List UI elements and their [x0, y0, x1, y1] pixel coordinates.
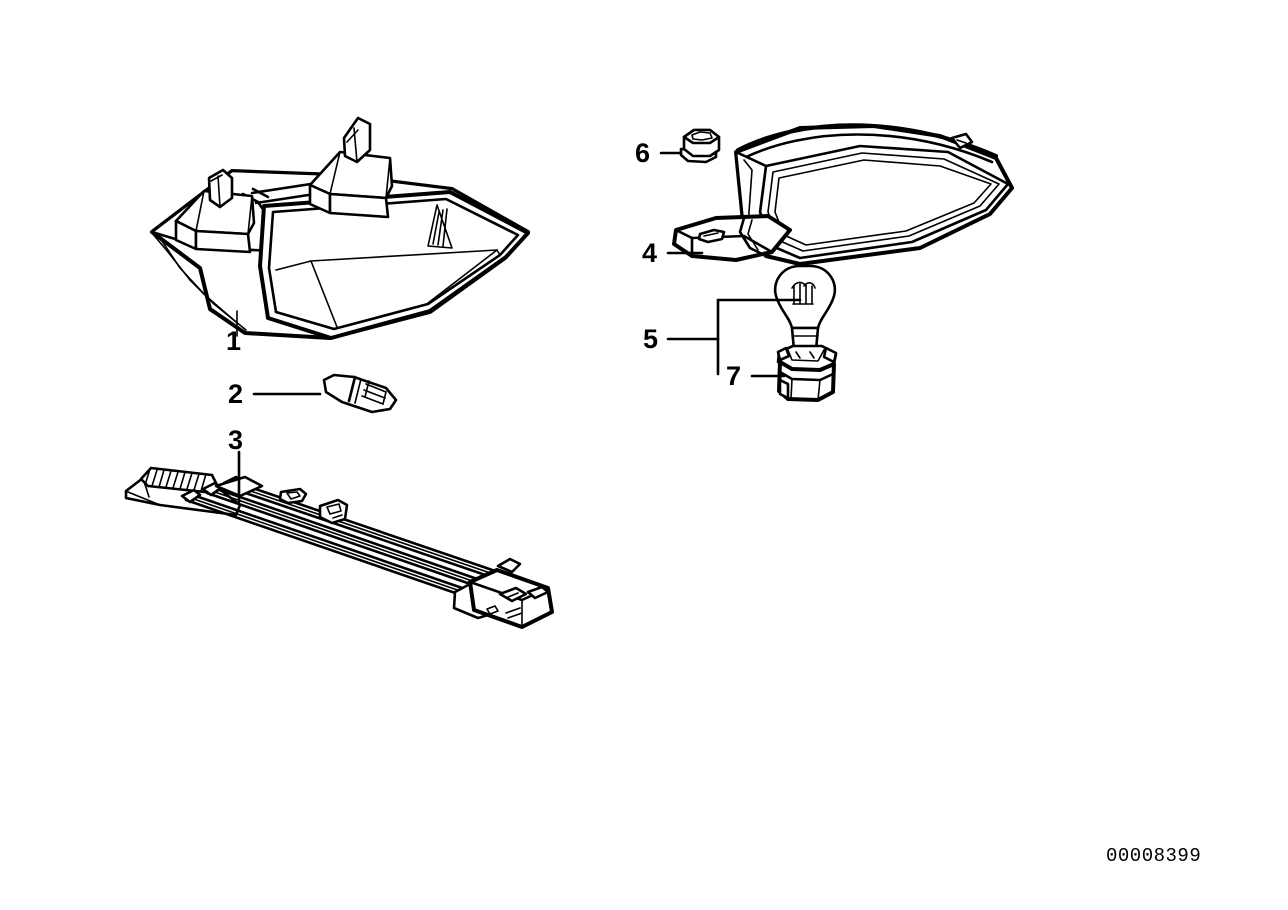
callout-leader-lines	[236, 151, 802, 504]
part-3-mounting-rail	[124, 466, 554, 629]
part-4-bracket-and-housing	[672, 123, 1014, 266]
callout-3: 3	[228, 425, 244, 455]
callout-4: 4	[642, 238, 658, 268]
part-5-bulb-and-socket	[773, 264, 838, 402]
callout-2: 2	[228, 379, 244, 409]
part-3-clip-b	[318, 498, 349, 525]
part-2-wedge-bulb	[322, 373, 398, 414]
part-6-flanged-nut	[679, 128, 721, 164]
part-1-lamp-housing	[150, 116, 530, 340]
diagram-id-label: 00008399	[1106, 845, 1202, 867]
callout-7: 7	[726, 361, 742, 391]
callout-1: 1	[226, 326, 242, 356]
part-1-clip-right	[308, 116, 394, 219]
part-1-clip-left	[174, 168, 256, 254]
part-3-connector	[452, 557, 554, 629]
part-4-bracket-plate	[672, 214, 792, 262]
part-7-socket	[776, 344, 838, 402]
callout-6: 6	[635, 138, 651, 168]
callout-5: 5	[643, 324, 659, 354]
part-3-clip-a	[278, 487, 308, 505]
